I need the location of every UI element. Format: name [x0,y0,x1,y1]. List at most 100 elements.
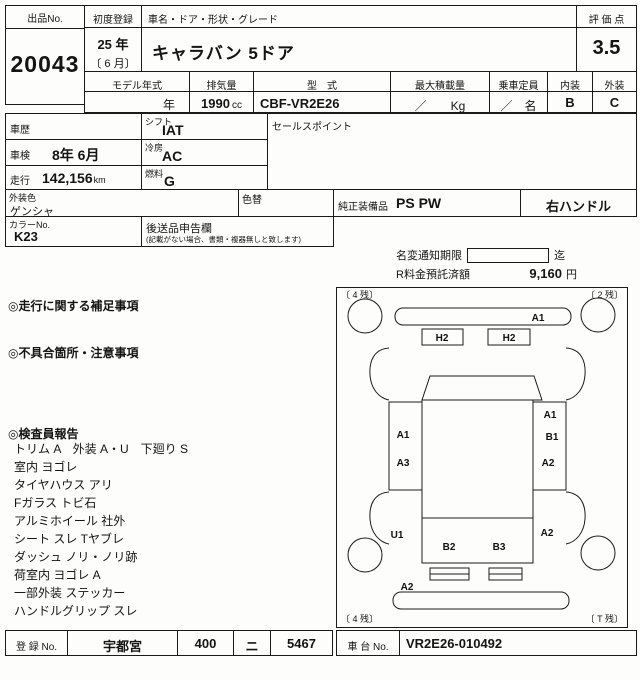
recycle-fee-unit: 円 [565,269,577,281]
inspector-report-line: トリム A 外装 A・U 下廻り S [14,442,189,456]
displacement-value: 1990 cc [189,91,254,113]
inspector-report-line: シート スレ Tヤブレ [14,532,124,546]
front-bumper [394,307,572,326]
ac-value: AC [162,148,183,164]
rear-right-tire [580,535,616,571]
recycle-fee-label: R料金預託済額 [396,269,470,281]
chassis-number: VR2E26-010492 [399,630,637,656]
name-change-suffix: 迄 [554,250,565,262]
damage-mark-a1: A1 [544,410,557,421]
equipment-label: 純正装備品 [338,202,388,213]
color-change-label: 色替 [242,195,262,206]
mileage-number: 142,156 [42,170,93,186]
car-name-value: キャラバン 5ドア [141,27,577,72]
ac-cell: 冷房 AC [141,139,268,166]
score-value: 3.5 [576,27,637,72]
car-name-label: 車名・ドア・形状・グレード [141,5,577,28]
displacement-number: 1990 [201,96,230,111]
right-headlight [487,328,531,346]
equipment-value: PS PW [396,195,442,211]
sales-point-box: セールスポイント [267,113,637,190]
exterior-color-label: 外装色 [9,193,37,203]
registration-class: 400 [177,630,234,656]
first-registration-month: 〔 6 月〕 [90,58,136,70]
inspection-value: 8年 6月 [52,147,100,163]
damage-mark-u1: U1 [391,530,404,541]
mileage-label: 走行 [10,176,30,187]
max-load-value: ／ Kg [390,91,490,113]
later-items-label: 後送品申告欄 [146,223,212,235]
displacement-unit: cc [231,100,242,111]
shift-value: IAT [162,122,184,138]
steering-cell: 右ハンドル [520,189,637,217]
lot-number-label: 出品No. [6,6,84,29]
tire-tread-label: 〔 4 残〕 [341,613,378,624]
tire-tread-label: 〔 T 残〕 [586,613,623,624]
registration-office: 宇都宮 [67,630,178,656]
car-outline [347,297,616,610]
interior-grade-label: 内装 [547,71,593,92]
history-cell: 車歴 [5,113,142,140]
front-left-fender [369,347,390,401]
inspection-label: 車検 [10,151,30,162]
equipment-cell: 純正装備品 PS PW [333,189,521,217]
color-no-label: カラーNo. [9,220,51,230]
rear-bumper [392,591,570,610]
name-change-line: 名変通知期限 迄 [396,247,565,263]
inspection-cell: 車検 8年 6月 [5,139,142,166]
rear-panel [421,517,534,564]
mileage-unit: km [93,175,106,185]
interior-grade-value: B [547,91,593,113]
later-items-cell: 後送品申告欄 (記載がない場合、書類・複器無しと致します) [141,216,334,247]
damage-mark-h2: H2 [436,333,449,344]
sales-point-label: セールスポイント [272,122,352,133]
max-load-label: 最大積載量 [390,71,490,92]
color-no-cell: カラーNo. K23 [5,216,142,247]
shift-cell: シフト IAT [141,113,268,140]
damage-mark-a2: A2 [542,458,555,469]
fuel-value: G [164,173,175,189]
inspector-report-line: 一部外装 ステッカー [14,586,126,600]
lot-number-value: 20043 [10,51,80,77]
name-change-label: 名変通知期限 [396,250,462,262]
defects-title: ◎不具合箇所・注意事項 [8,346,139,360]
inspector-report-line: アルミホイール 社外 [14,514,126,528]
model-year-label: モデル年式 [84,71,190,92]
first-registration-label: 初度登録 [84,5,142,28]
exterior-grade-value: C [592,91,637,113]
left-headlight [421,328,464,346]
inspector-report-line: ダッシュ ノリ・ノリ跡 [14,550,138,564]
later-items-note: (記載がない場合、書類・複器無しと致します) [146,235,301,244]
inspector-report-line: ハンドルグリップ スレ [14,604,138,618]
first-registration-value: 25 年 〔 6 月〕 [84,27,142,72]
fuel-cell: 燃料 G [141,165,268,190]
shift-label: シフト [145,117,173,127]
model-year-value: 年 [84,91,190,113]
color-change-cell: 色替 [238,189,334,217]
damage-mark-h2: H2 [503,333,516,344]
damage-mark-b1: B1 [546,432,559,443]
inspector-report-line: 荷室内 ヨゴレ A [14,568,101,582]
roof [421,399,534,519]
damage-mark-a2: A2 [541,528,554,539]
exterior-grade-label: 外装 [592,71,637,92]
model-code-label: 型 式 [253,71,391,92]
recycle-fee-amount: 9,160 [529,266,562,281]
capacity-value: ／ 名 [489,91,548,113]
recycle-fee-line: R料金預託済額 9,160 円 [396,266,577,282]
damage-mark-a1: A1 [532,313,545,324]
lot-number-box: 出品No. 20043 [5,5,85,105]
exterior-color-cell: 外装色 ゲンシャ [5,189,239,218]
displacement-label: 排気量 [189,71,254,92]
rear-right-fender [565,491,586,545]
damage-mark-a2: A2 [401,582,414,593]
chassis-label: 車 台 No. [336,630,400,656]
inspector-report-line: 室内 ヨゴレ [14,460,78,474]
exterior-color-value: ゲンシャ [10,206,54,218]
registration-number: 5467 [270,630,333,656]
tire-tread-label: 〔 4 残〕 [341,289,378,300]
score-label: 評 価 点 [576,5,637,28]
mileage-value: 142,156km [42,170,106,186]
